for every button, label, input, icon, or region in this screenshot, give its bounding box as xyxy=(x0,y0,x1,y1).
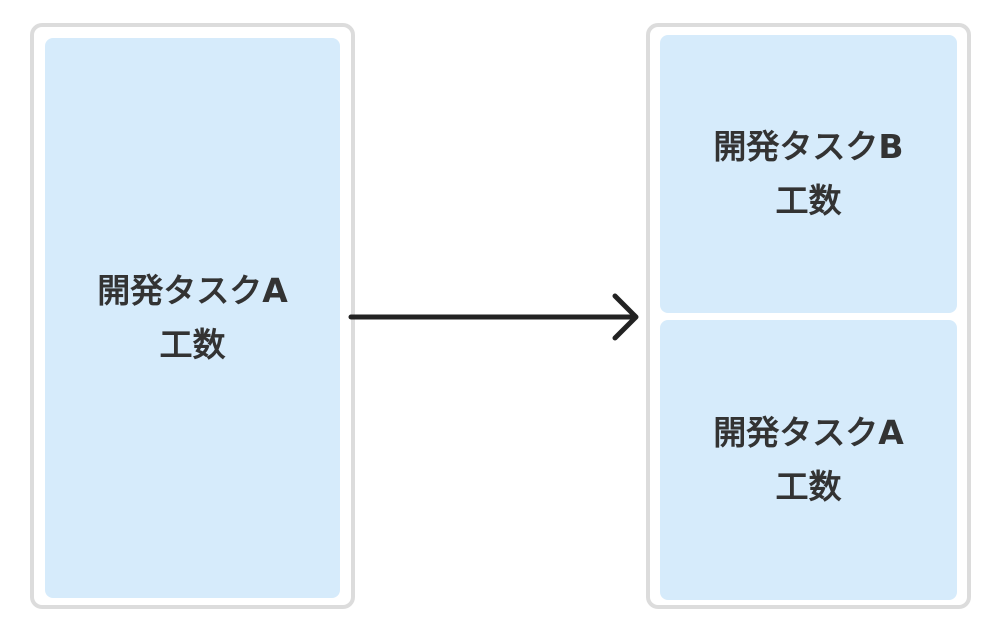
task-b-label: 開発タスクB xyxy=(713,127,904,166)
task-a-after-label: 開発タスクA xyxy=(713,413,904,452)
task-a-block: 開発タスクA 工数 xyxy=(45,38,340,598)
after-panel: 開発タスクB 工数 開発タスクA 工数 xyxy=(646,23,971,609)
task-a-label: 開発タスクA xyxy=(97,271,288,310)
task-b-effort-label: 工数 xyxy=(775,181,842,220)
task-a-effort-label: 工数 xyxy=(159,325,226,364)
before-panel: 開発タスクA 工数 xyxy=(30,23,355,609)
task-b-block: 開発タスクB 工数 xyxy=(660,35,957,313)
task-a-after-effort-label: 工数 xyxy=(775,467,842,506)
right-arrow-icon xyxy=(348,293,639,341)
task-a-block-after: 開発タスクA 工数 xyxy=(660,320,957,600)
